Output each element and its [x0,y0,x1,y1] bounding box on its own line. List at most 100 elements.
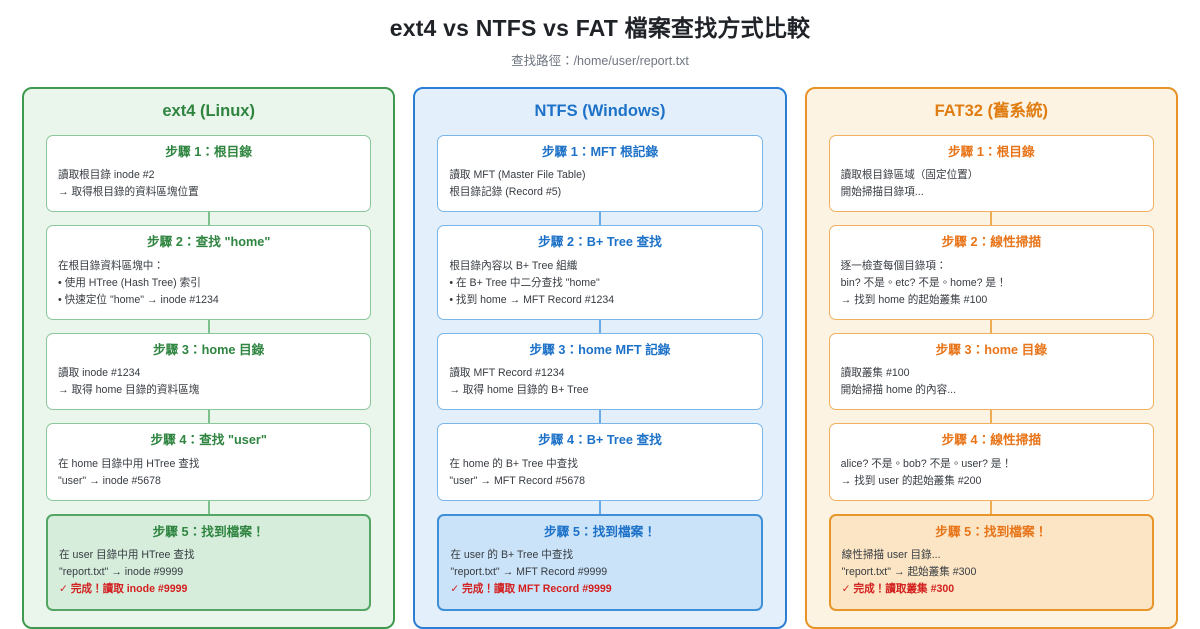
step-card[interactable]: 步驟 5：找到檔案！ 在 user 目錄中用 HTree 查找 "report.tx… [46,513,372,611]
step-connector-line [598,410,601,424]
step-detail-line: "report.txt" → MFT Record #9999 [450,566,608,579]
step-detail-line: → 找到 home 的起始叢集 #100 [840,293,988,306]
step-card[interactable]: 步驟 5：找到檔案！ 在 user 的 B+ Tree 中查找 "report.tx… [437,513,763,611]
step-connector-line [207,320,210,333]
step-detail-line: • 在 B+ Tree 中二分查找 "home" [449,276,600,289]
step-detail-line: • 使用 HTree (Hash Tree) 索引 [58,276,201,289]
step-title: 步驟 3：home MFT 記錄 [529,343,671,357]
step-detail-line: "user" → MFT Record #5678 [449,474,586,487]
column-title-ext4: ext4 (Linux) [162,102,255,121]
step-detail-line: 在 home 目錄中用 HTree 查找 [58,457,200,470]
step-body: 讀取 MFT Record #1234 → 取得 home 目錄的 B+ Tree [449,365,750,399]
column-fat32: FAT32 (舊系統) 步驟 1：根目錄讀取根目錄區域（固定位置） 開始掃描目錄項.… [804,87,1178,629]
step-detail-line: → 取得 home 目錄的資料區塊 [58,384,200,397]
step-body: alice? 不是。bob? 不是。user? 是！ → 找到 user 的起始叢… [841,456,1142,490]
step-detail-line: 在 home 的 B+ Tree 中查找 [449,457,578,470]
step-connector-line [990,212,993,226]
step-connector-line [990,410,993,424]
column-ext4: ext4 (Linux) 步驟 1：根目錄讀取根目錄 inode #2 → 取得根目… [22,87,396,629]
step-body: 讀取 MFT (Master File Table)根目錄記錄 (Record … [449,167,750,201]
step-detail-line: 根目錄記錄 (Record #5) [449,186,562,199]
step-connector-line [598,500,601,514]
step-connector-line [598,212,601,226]
step-detail-line: 在 user 目錄中用 HTree 查找 [59,549,195,562]
step-card[interactable]: 步驟 1：根目錄讀取根目錄 inode #2 → 取得根目錄的資料區塊位置 [46,134,372,213]
step-card[interactable]: 步驟 1：根目錄讀取根目錄區域（固定位置） 開始掃描目錄項... [828,134,1154,213]
step-detail-line: • 找到 home → MFT Record #1234 [449,293,615,306]
step-result-line: ✓ 完成！讀取叢集 #300 [841,583,955,596]
step-detail-line: alice? 不是。bob? 不是。user? 是！ [840,457,1012,470]
step-connector-line [207,212,210,226]
step-body: 讀取叢集 #100 開始掃描 home 的內容... [841,365,1142,399]
step-body: 讀取根目錄 inode #2 → 取得根目錄的資料區塊位置 [58,167,359,201]
step-detail-line: 讀取根目錄 inode #2 [58,169,155,182]
step-detail-line: 根目錄內容以 B+ Tree 組織 [449,259,578,272]
columns-container: ext4 (Linux)步驟 1：根目錄讀取根目錄 inode #2→ 取得根目… [0,69,1200,629]
step-detail-line: → 取得 home 目錄的 B+ Tree [449,384,589,397]
step-detail-line: 讀取叢集 #100 [840,367,910,380]
step-card[interactable]: 步驟 4：查找 "user" 在 home 目錄中用 HTree 查找"user"… [46,423,372,501]
step-title: 步驟 4：線性掃描 [941,433,1042,448]
step-title: 步驟 1：根目錄 [165,144,253,159]
step-body: 在 home 目錄中用 HTree 查找"user" → inode #5678 [58,456,359,490]
step-card[interactable]: 步驟 2：B+ Tree 查找根目錄內容以 B+ Tree 組織 • 在 B+ T… [437,225,763,320]
step-body: 在 home 的 B+ Tree 中查找 "user" → MFT Record … [449,456,750,490]
step-card[interactable]: 步驟 1：MFT 根記錄讀取 MFT (Master File Table)根目… [437,134,763,213]
step-title: 步驟 4：B+ Tree 查找 [538,433,662,448]
step-connector-line [990,500,993,514]
step-body: 在根目錄資料區塊中： • 使用 HTree (Hash Tree) 索引 • 快速定… [58,258,359,309]
steps-list: 步驟 1：根目錄讀取根目錄區域（固定位置） 開始掃描目錄項... 步驟 2：線性掃描… [828,134,1154,611]
step-card[interactable]: 步驟 3：home MFT 記錄讀取 MFT Record #1234 → 取得 … [437,333,763,411]
step-connector-line [598,320,601,333]
step-title: 步驟 1：MFT 根記錄 [541,144,659,159]
step-title: 步驟 1：根目錄 [947,144,1035,159]
step-detail-line: → 取得根目錄的資料區塊位置 [58,186,199,199]
step-title: 步驟 5：找到檔案！ [543,524,657,539]
step-title: 步驟 5：找到檔案！ [152,524,265,539]
step-card[interactable]: 步驟 2：線性掃描逐一檢查每個目錄項： bin? 不是。etc? 不是。home?… [828,225,1154,320]
steps-list: 步驟 1：根目錄讀取根目錄 inode #2 → 取得根目錄的資料區塊位置步驟 2… [46,134,372,611]
step-detail-line: "report.txt" → inode #9999 [59,566,184,579]
step-connector-line [207,500,210,514]
step-card[interactable]: 步驟 3：home 目錄讀取 inode #1234 → 取得 home 目錄的資… [46,333,372,411]
step-body: 線性掃描 user 目錄..."report.txt" → 起始叢集 #300✓… [842,547,1141,598]
step-body: 根目錄內容以 B+ Tree 組織 • 在 B+ Tree 中二分查找 "home… [449,258,750,309]
step-title: 步驟 4：查找 "user" [150,433,267,448]
step-detail-line: • 快速定位 "home" → inode #1234 [58,293,219,306]
step-body: 在 user 的 B+ Tree 中查找 "report.txt" → MFT R… [450,547,749,598]
step-title: 步驟 5：找到檔案！ [935,524,1048,539]
step-detail-line: 讀取 inode #1234 [58,367,141,380]
step-detail-line: 在 user 的 B+ Tree 中查找 [450,549,574,562]
step-card[interactable]: 步驟 5：找到檔案！ 線性掃描 user 目錄..."report.txt" → … [828,513,1154,611]
step-card[interactable]: 步驟 4：線性掃描 alice? 不是。bob? 不是。user? 是！ → 找到 … [828,423,1154,501]
step-title: 步驟 2：查找 "home" [146,235,271,250]
step-title: 步驟 2：B+ Tree 查找 [538,235,662,250]
step-detail-line: 讀取 MFT Record #1234 [449,367,565,380]
step-detail-line: 逐一檢查每個目錄項： [840,259,947,272]
step-detail-line: "report.txt" → 起始叢集 #300 [841,566,977,579]
step-card[interactable]: 步驟 4：B+ Tree 查找在 home 的 B+ Tree 中查找 "user… [437,423,763,501]
step-connector-line [207,410,210,424]
step-detail-line: 在根目錄資料區塊中： [58,259,164,272]
step-detail-line: 讀取根目錄區域（固定位置） [840,169,979,182]
step-detail-line: bin? 不是。etc? 不是。home? 是！ [840,276,1007,289]
step-title: 步驟 2：線性掃描 [941,235,1042,250]
column-title-fat32: FAT32 (舊系統) [934,102,1048,121]
step-detail-line: → 找到 user 的起始叢集 #200 [840,474,982,487]
step-detail-line: 開始掃描目錄項... [840,186,924,199]
step-body: 讀取 inode #1234 → 取得 home 目錄的資料區塊 [58,365,359,399]
header: ext4 vs NTFS vs FAT 檔案查找方式比較 查找路徑：/home/… [0,0,1200,69]
page-subtitle: 查找路徑：/home/user/report.txt [511,53,689,68]
column-title-ntfs: NTFS (Windows) [534,102,666,121]
step-result-line: ✓ 完成！讀取 inode #9999 [59,583,188,596]
step-connector-line [990,320,993,333]
step-body: 讀取根目錄區域（固定位置） 開始掃描目錄項... [841,167,1142,201]
step-body: 在 user 目錄中用 HTree 查找 "report.txt" → inode… [59,547,358,598]
steps-list: 步驟 1：MFT 根記錄讀取 MFT (Master File Table)根目… [437,134,763,611]
step-body: 逐一檢查每個目錄項： bin? 不是。etc? 不是。home? 是！ → 找到 h… [841,258,1142,309]
step-title: 步驟 3：home 目錄 [152,343,265,357]
step-detail-line: 開始掃描 home 的內容... [840,384,957,397]
step-card[interactable]: 步驟 2：查找 "home" 在根目錄資料區塊中： • 使用 HTree (Hash… [46,225,372,320]
